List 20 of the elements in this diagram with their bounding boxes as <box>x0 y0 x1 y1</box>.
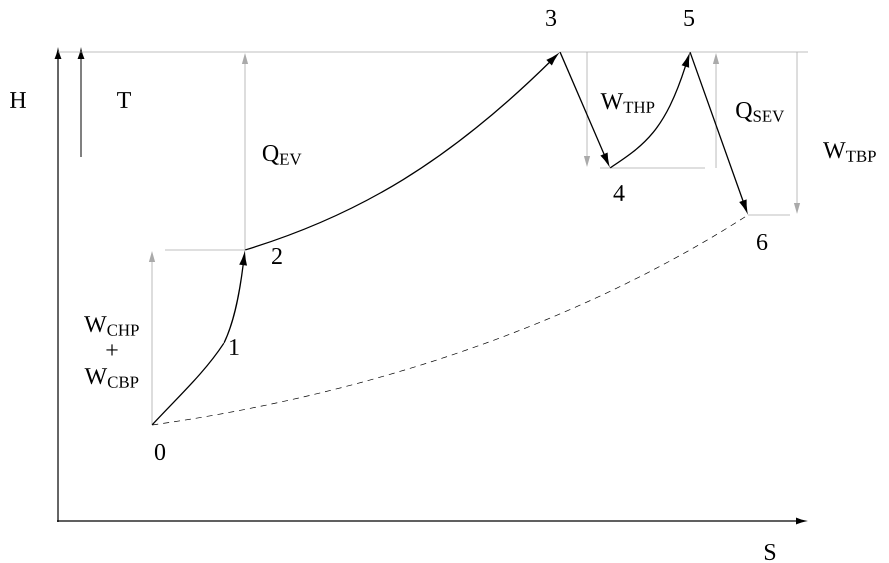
process-arrow <box>610 55 690 168</box>
state-point: 1 <box>230 339 239 355</box>
axis-label: Q$_{EV}$ <box>262 145 302 165</box>
state-point: 2 <box>272 248 282 264</box>
process-arrow <box>560 52 610 166</box>
axis-label: T <box>117 92 131 108</box>
axis-label: W$_{TBP}$ <box>823 142 876 162</box>
axis-label: W$_{THP}$ <box>600 93 654 113</box>
process-arrow <box>245 54 558 251</box>
axis-label: H <box>10 92 26 108</box>
state-point: 6 <box>757 234 768 250</box>
process-arrow <box>689 52 748 212</box>
axis-label: W$_{CHP}$ + W$_{CBP}$ <box>84 316 139 388</box>
axis-label: S <box>764 544 776 560</box>
state-point: 5 <box>684 10 694 26</box>
state-point: 3 <box>546 10 556 26</box>
state-point: 4 <box>613 185 625 201</box>
axis-label: Q$_{SEV}$ <box>736 102 784 122</box>
state-point: 0 <box>154 444 166 460</box>
process-arrow <box>224 253 247 344</box>
